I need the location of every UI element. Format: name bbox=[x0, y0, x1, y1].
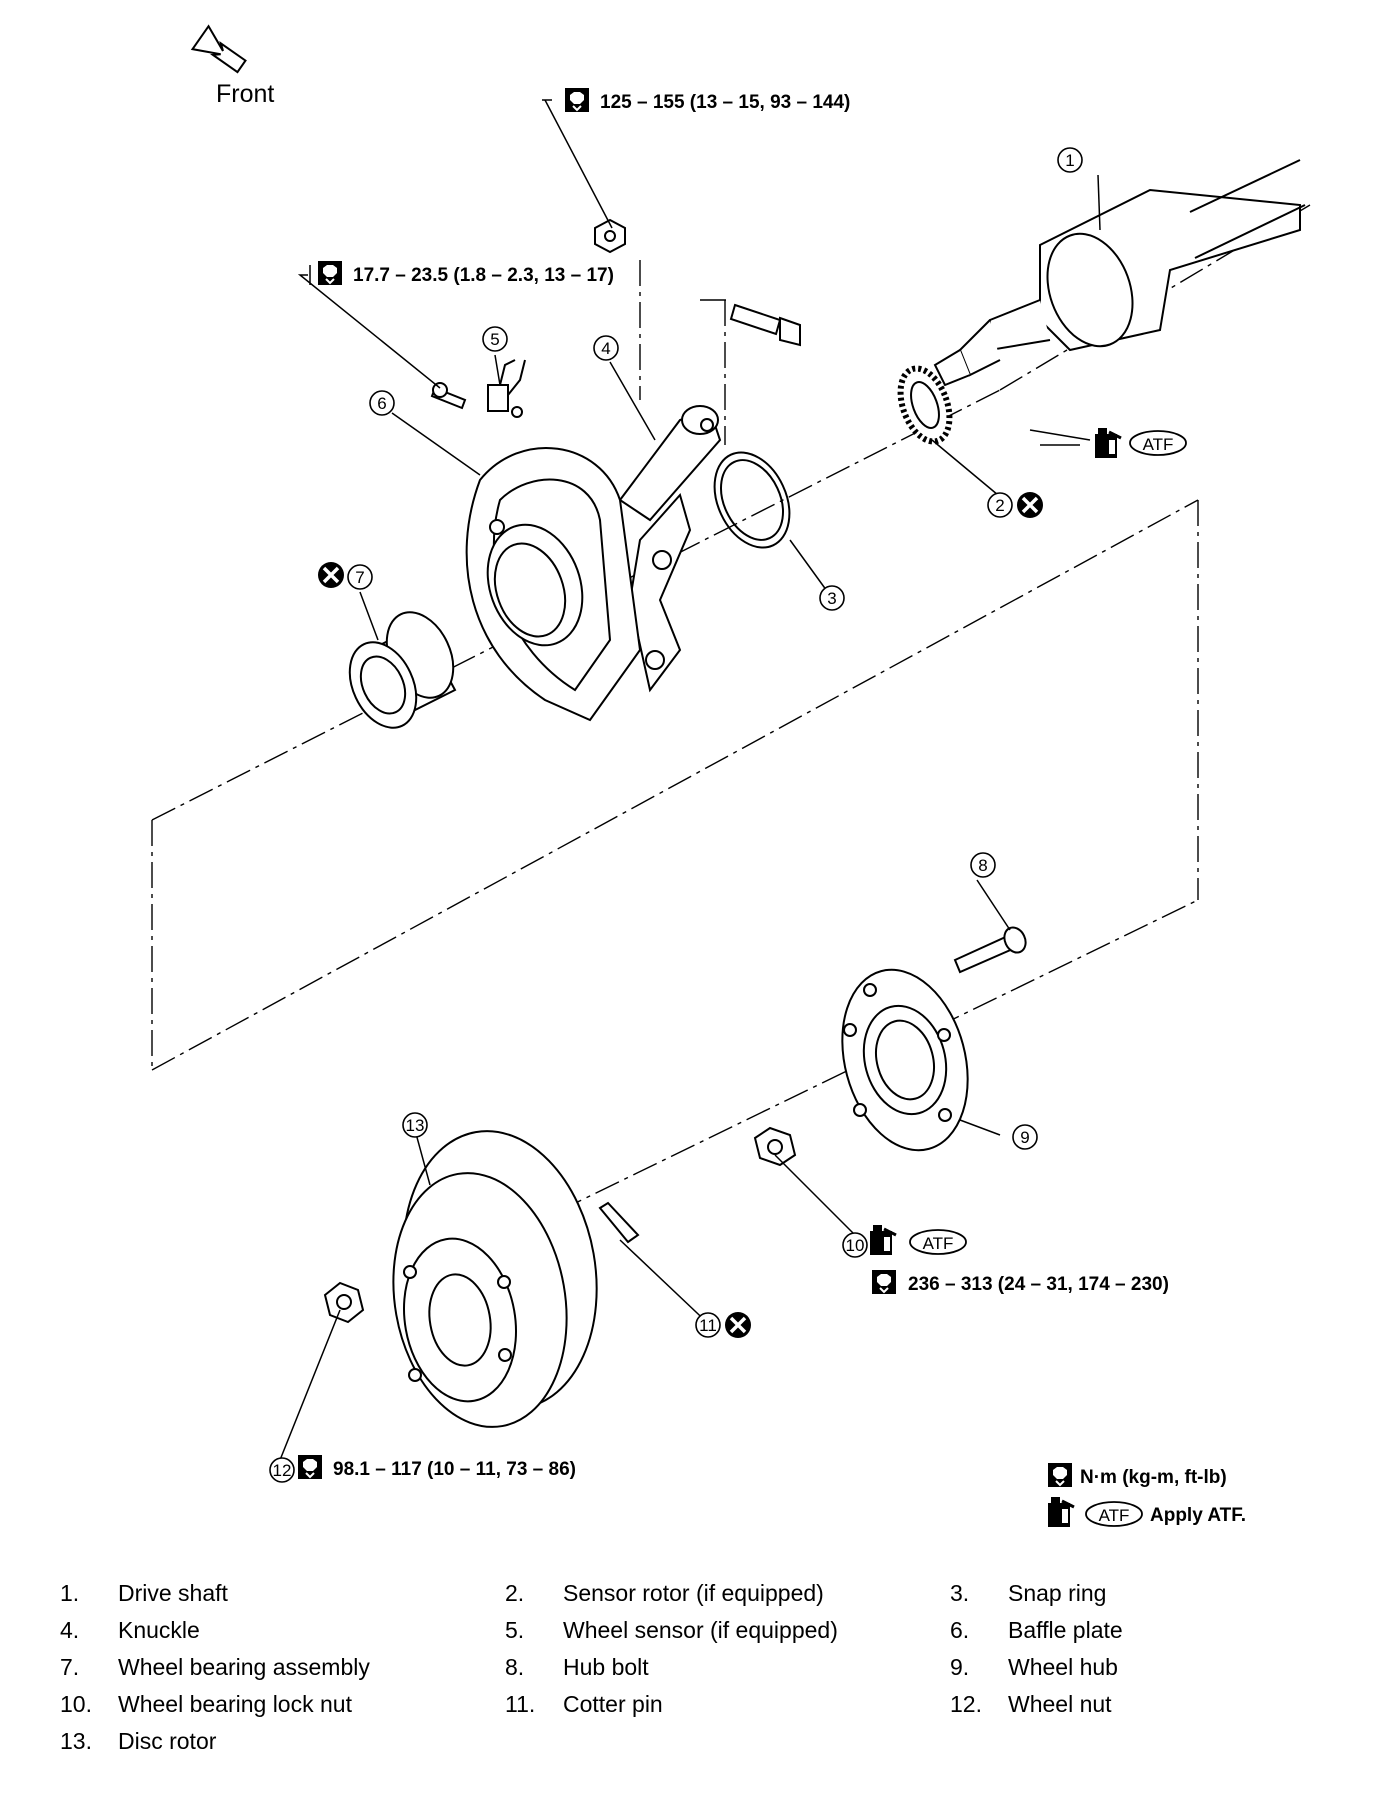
callout-9: 9 bbox=[1012, 1124, 1038, 1150]
wheel-bearing-assembly bbox=[348, 611, 457, 729]
callout-8: 8 bbox=[970, 852, 996, 878]
torque-label-1: 125 – 155 (13 – 15, 93 – 144) bbox=[564, 87, 850, 113]
torque-label-2: 17.7 – 23.5 (1.8 – 2.3, 13 – 17) bbox=[317, 260, 614, 286]
callout-1: 1 bbox=[1057, 147, 1083, 173]
atf-label-2: ATF bbox=[868, 1223, 967, 1257]
hub-bolt bbox=[953, 926, 1027, 974]
leader-lines bbox=[279, 99, 1101, 1461]
svg-text:12: 12 bbox=[273, 1461, 292, 1480]
callout-4: 4 bbox=[593, 335, 619, 361]
svg-text:N·m (kg-m, ft-lb): N·m (kg-m, ft-lb) bbox=[1080, 1467, 1227, 1488]
knuckle-bolt bbox=[729, 303, 801, 347]
callouts: 1 2 3 4 5 6 7 8 9 10 11 12 13 bbox=[269, 147, 1083, 1483]
front-arrow-icon bbox=[190, 24, 247, 74]
callout-3: 3 bbox=[819, 585, 845, 611]
callout-12: 12 bbox=[269, 1457, 295, 1483]
svg-text:Apply ATF.: Apply ATF. bbox=[1150, 1505, 1246, 1526]
svg-text:9: 9 bbox=[1020, 1128, 1029, 1147]
svg-text:13: 13 bbox=[406, 1116, 425, 1135]
callout-11: 11 bbox=[695, 1312, 721, 1338]
sensor-bolt bbox=[430, 382, 467, 410]
replace-x-icon-2 bbox=[1015, 490, 1045, 520]
svg-text:3: 3 bbox=[827, 589, 836, 608]
disc-rotor bbox=[392, 1130, 598, 1428]
svg-text:ATF: ATF bbox=[923, 1234, 954, 1253]
legend-torque: N·m (kg-m, ft-lb) bbox=[1047, 1462, 1227, 1488]
svg-text:ATF: ATF bbox=[1143, 435, 1174, 454]
replace-x-icon-7 bbox=[316, 560, 346, 590]
callout-7: 7 bbox=[347, 564, 373, 590]
callout-6: 6 bbox=[369, 390, 395, 416]
callout-13: 13 bbox=[402, 1112, 428, 1138]
svg-text:1: 1 bbox=[1065, 151, 1074, 170]
wheel-nut bbox=[323, 1281, 365, 1324]
svg-text:11: 11 bbox=[699, 1316, 717, 1335]
exploded-view-diagram: Front bbox=[151, 24, 1311, 1529]
front-label: Front bbox=[216, 80, 274, 108]
svg-text:236 – 313 (24 – 31, 174 – 230): 236 – 313 (24 – 31, 174 – 230) bbox=[908, 1274, 1169, 1295]
svg-text:6: 6 bbox=[377, 394, 386, 413]
callout-10: 10 bbox=[842, 1232, 868, 1258]
svg-text:ATF: ATF bbox=[1099, 1506, 1130, 1525]
svg-text:98.1 – 117 (10 – 11, 73 – 86): 98.1 – 117 (10 – 11, 73 – 86) bbox=[333, 1459, 576, 1480]
legend-atf: ATF Apply ATF. bbox=[1046, 1495, 1246, 1529]
svg-text:10: 10 bbox=[846, 1236, 865, 1255]
svg-text:8: 8 bbox=[978, 856, 987, 875]
sensor-rotor bbox=[897, 365, 953, 445]
top-nut bbox=[594, 218, 626, 254]
torque-label-3: 236 – 313 (24 – 31, 174 – 230) bbox=[871, 1269, 1169, 1295]
wheel-bearing-lock-nut bbox=[753, 1126, 797, 1167]
svg-text:7: 7 bbox=[355, 568, 364, 587]
callout-5: 5 bbox=[482, 326, 508, 352]
svg-text:2: 2 bbox=[995, 496, 1004, 515]
torque-label-4: 98.1 – 117 (10 – 11, 73 – 86) bbox=[297, 1454, 576, 1480]
svg-text:4: 4 bbox=[601, 339, 610, 358]
baffle-plate bbox=[465, 447, 642, 722]
atf-label-1: ATF bbox=[1093, 426, 1187, 460]
wheel-hub bbox=[841, 968, 969, 1152]
replace-x-icon-11 bbox=[723, 1310, 753, 1340]
legend: N·m (kg-m, ft-lb) ATF Apply ATF. bbox=[1046, 1462, 1246, 1529]
snap-ring bbox=[713, 451, 791, 549]
axis-lines bbox=[151, 204, 1311, 1231]
svg-text:125 – 155 (13 – 15, 93 – 144): 125 – 155 (13 – 15, 93 – 144) bbox=[600, 92, 850, 113]
svg-text:5: 5 bbox=[490, 330, 499, 349]
wheel-sensor bbox=[487, 359, 526, 418]
callout-2: 2 bbox=[987, 492, 1013, 518]
drive-shaft bbox=[933, 159, 1306, 387]
cotter-pin bbox=[598, 1201, 640, 1244]
svg-text:17.7 – 23.5 (1.8 – 2.3, 13 – 1: 17.7 – 23.5 (1.8 – 2.3, 13 – 17) bbox=[353, 265, 614, 286]
